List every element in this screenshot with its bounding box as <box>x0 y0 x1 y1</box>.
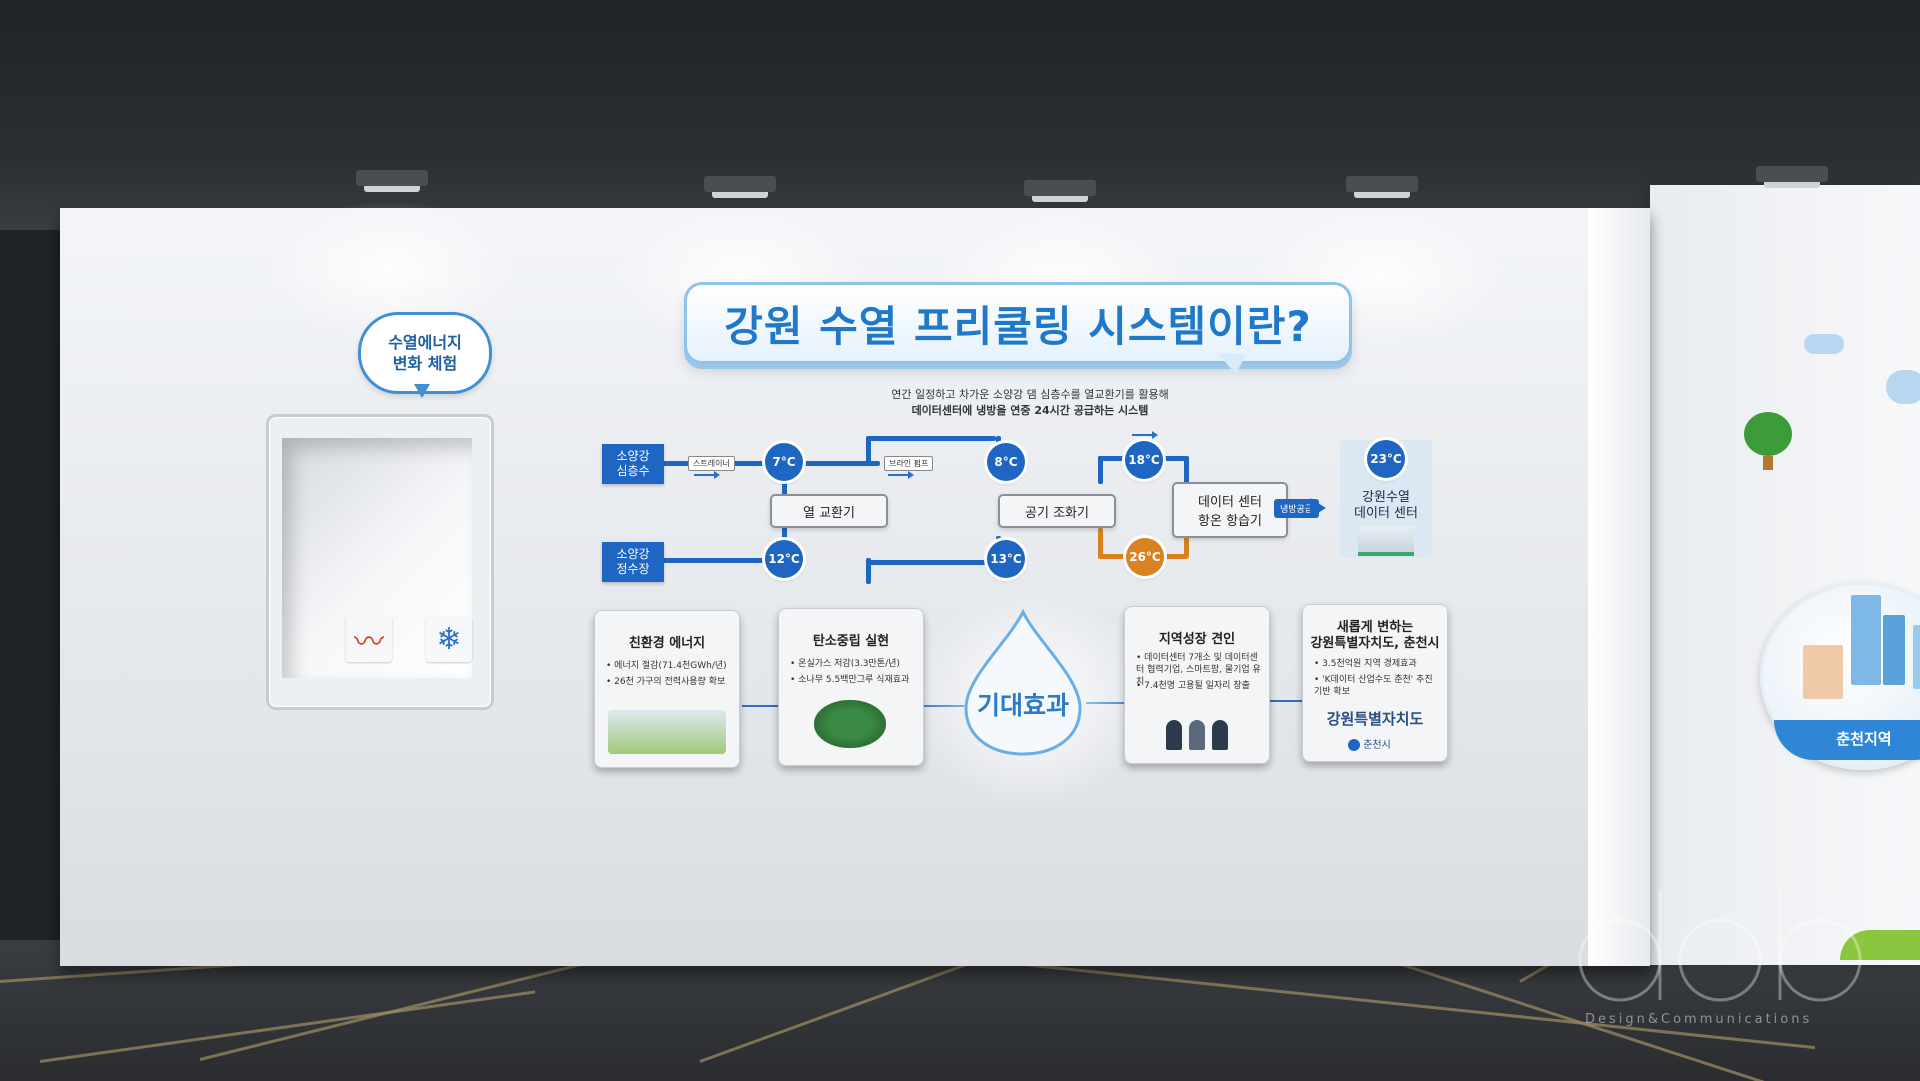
card-item: 3.5천억원 지역 경제효과 <box>1314 658 1440 670</box>
connector-line <box>742 705 782 707</box>
connector-line <box>1266 700 1302 702</box>
temp-node-7: 7°C <box>765 443 803 481</box>
effect-card-carbon: 탄소중립 실현 온실가스 저감(3.3만톤/년) 소나무 5.5백만그루 식재효… <box>778 608 924 766</box>
card-title-line1: 새롭게 변하는 <box>1336 620 1414 635</box>
snowflake-icon[interactable]: ❄ <box>426 616 472 662</box>
card-title: 친환경 에너지 <box>628 636 706 651</box>
bubble-tail <box>414 384 430 398</box>
heat-exchanger-box: 열 교환기 <box>770 494 888 528</box>
bubble-line1: 수열에너지 <box>388 333 462 352</box>
temp-node-23: 23°C <box>1367 440 1405 478</box>
temp-node-18: 18°C <box>1125 441 1163 479</box>
chuncheon-emblem-icon <box>1348 739 1360 751</box>
cooling-supply-tag: 냉방공급 <box>1274 499 1320 518</box>
supply-arrow-icon <box>1310 498 1326 518</box>
temp-node-12: 12°C <box>765 540 803 578</box>
pipe <box>662 558 776 563</box>
cloud-icon <box>1804 334 1844 354</box>
city-label-band <box>1774 720 1920 760</box>
tree-trunk <box>1763 456 1773 470</box>
source-bottom-line1: 소양강 <box>616 547 650 561</box>
card-item: 7.4천명 고용될 일자리 창출 <box>1136 680 1262 692</box>
tree-icon <box>1744 412 1792 456</box>
dc-humidifier-line1: 데이터 센터 <box>1198 495 1262 510</box>
pipe <box>798 461 880 466</box>
cloud-icon <box>1886 370 1920 404</box>
source-top-line1: 소양강 <box>616 449 650 463</box>
chuncheon-logo: 춘천시 <box>1348 736 1408 751</box>
pipe-return <box>1184 526 1189 558</box>
water-drop-icon <box>964 608 1082 756</box>
air-conditioner-box: 공기 조화기 <box>998 494 1116 528</box>
datacenter-building-icon <box>1358 526 1414 556</box>
spotlight-icon <box>1756 166 1828 188</box>
card-item: 온실가스 저감(3.3만톤/년) <box>790 658 916 670</box>
dc-humidifier-line2: 항온 항습기 <box>1198 514 1262 529</box>
page-title: 강원 수열 프리쿨링 시스템이란? <box>724 301 1312 351</box>
spotlight-icon <box>1346 176 1418 198</box>
tag-booster-pump: 브라인 펌프 <box>884 456 934 471</box>
wall-return <box>1588 208 1650 966</box>
power-plant-illustration-icon <box>608 710 726 754</box>
spotlight-icon <box>1024 180 1096 202</box>
forest-globe-icon <box>814 700 886 748</box>
pipe <box>866 560 996 565</box>
flow-arrow-icon <box>888 471 914 479</box>
datacenter-line1: 강원수열 <box>1362 490 1410 505</box>
card-title-line2: 강원특별자치도, 춘천시 <box>1310 636 1440 651</box>
subtitle-line2: 데이터센터에 냉방을 연중 24시간 공급하는 시스템 <box>911 404 1149 417</box>
pipe <box>866 558 871 584</box>
ceiling <box>0 0 1920 230</box>
side-wall <box>1650 185 1920 965</box>
temp-node-26: 26°C <box>1126 538 1164 576</box>
title-bubble-tail <box>1218 354 1246 374</box>
effect-card-growth: 지역성장 견인 데이터센터 7개소 및 데이터센터 협력기업, 스마트팜, 물기… <box>1124 606 1270 764</box>
tag-strainer: 스트레이너 <box>688 456 735 471</box>
source-top-line2: 심층수 <box>616 464 650 478</box>
card-item: 소나무 5.5백만그루 식재효과 <box>790 674 916 686</box>
grass <box>1840 930 1920 960</box>
experience-bubble: 수열에너지 변화 체험 <box>358 312 492 394</box>
pipe <box>866 436 996 441</box>
heat-waves-icon[interactable]: 〰 <box>346 616 392 662</box>
card-item: 에너지 절감(71.4천GWh/년) <box>606 660 732 672</box>
temp-node-13: 13°C <box>987 540 1025 578</box>
temp-node-8: 8°C <box>987 443 1025 481</box>
city-label: 춘천지역 <box>1836 730 1892 748</box>
pipe <box>1184 456 1189 496</box>
spotlight-icon <box>704 176 776 198</box>
gangwon-logo: 강원특별자치도 <box>1326 710 1424 728</box>
center-label: 기대효과 <box>976 691 1069 720</box>
chuncheon-logo-text: 춘천시 <box>1363 740 1391 751</box>
flow-arrow-icon <box>694 471 720 479</box>
title-banner: 강원 수열 프리쿨링 시스템이란? <box>684 282 1352 364</box>
pipe <box>866 438 871 464</box>
dob-watermark-logo-icon <box>1578 890 1862 1002</box>
source-bottom-line2: 정수장 <box>616 562 650 576</box>
effect-card-region: 새롭게 변하는 강원특별자치도, 춘천시 3.5천억원 지역 경제효과 'K데이… <box>1302 604 1448 762</box>
effect-card-eco: 친환경 에너지 에너지 절감(71.4천GWh/년) 26천 가구의 전력사용량… <box>594 610 740 768</box>
pipe-return <box>1098 528 1103 558</box>
subtitle-line1: 연간 일정하고 차가운 소양강 댐 심층수를 열교환기를 활용해 <box>891 388 1169 401</box>
flow-arrow-icon <box>1132 431 1158 439</box>
card-item: 26천 가구의 전력사용량 확보 <box>606 676 732 688</box>
card-title: 탄소중립 실현 <box>812 634 890 649</box>
watermark-text: Design&Communications <box>1585 1012 1813 1027</box>
pipe <box>1098 456 1103 484</box>
card-item: 'K데이터 산업수도 춘천' 추진기반 확보 <box>1314 674 1440 698</box>
spotlight-icon <box>356 170 428 192</box>
datacenter-line2: 데이터 센터 <box>1354 506 1418 521</box>
bubble-line2: 변화 체험 <box>392 354 458 373</box>
card-title: 지역성장 견인 <box>1158 632 1236 647</box>
workers-illustration-icon <box>1162 712 1232 752</box>
